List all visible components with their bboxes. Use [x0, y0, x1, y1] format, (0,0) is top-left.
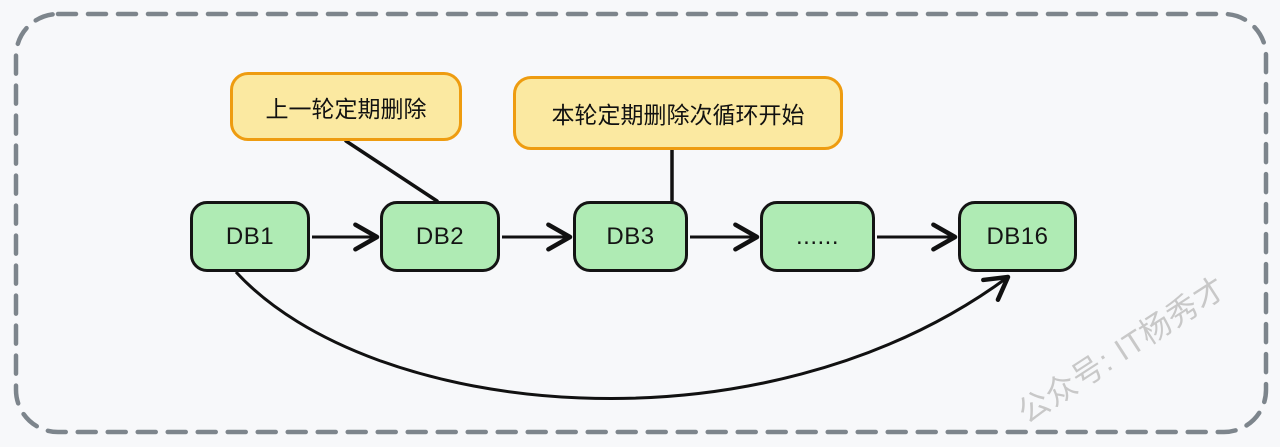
node-db1-label: DB1: [225, 222, 275, 250]
dashed-frame-border: [13, 11, 1269, 435]
node-db16: DB16: [958, 201, 1077, 272]
callout-previous-cycle-label: 上一轮定期删除: [265, 95, 427, 122]
node-db2: DB2: [380, 201, 500, 272]
callout-current-cycle-label: 本轮定期删除次循环开始: [551, 102, 805, 128]
node-db3-label: DB3: [606, 222, 655, 250]
node-db3: DB3: [573, 201, 688, 272]
node-db1: DB1: [190, 201, 310, 272]
callout-previous-cycle: 上一轮定期删除: [230, 72, 462, 141]
node-ellipsis-label: ......: [795, 222, 839, 250]
cycle-arrow-db1-to-db16: [234, 270, 1011, 400]
node-db2-label: DB2: [415, 222, 465, 250]
node-ellipsis: ......: [760, 201, 875, 272]
node-db16-label: DB16: [986, 222, 1049, 250]
callout-current-cycle: 本轮定期删除次循环开始: [513, 76, 843, 150]
connector-prev-callout-to-db2: [344, 139, 439, 203]
